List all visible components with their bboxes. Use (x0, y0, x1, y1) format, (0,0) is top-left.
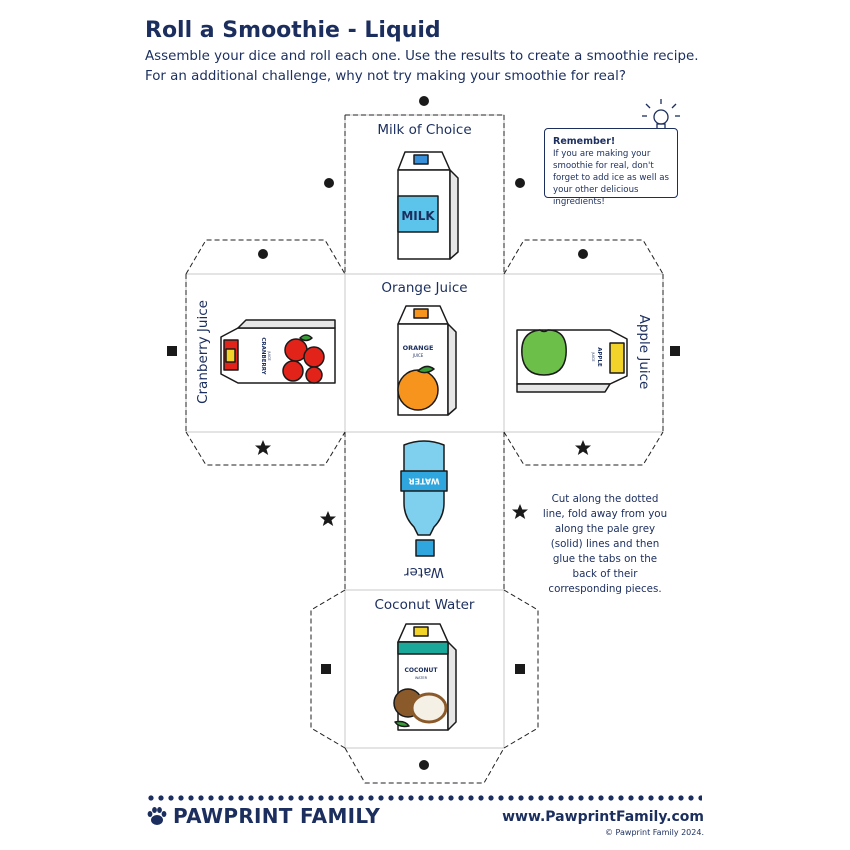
cranberry-carton-text: CRANBERRY (260, 337, 266, 375)
star-marker (512, 504, 528, 519)
reminder-body: If you are making your smoothie for real… (553, 149, 669, 207)
copyright-text: © Pawprint Family 2024. (605, 828, 704, 837)
star-marker (575, 440, 591, 455)
orange-face-label: Orange Juice (381, 280, 468, 296)
page-title: Roll a Smoothie - Liquid (145, 18, 441, 43)
square-marker (515, 664, 525, 674)
apple-carton-sub: JUICE (591, 351, 595, 361)
subtitle-line-2: For an additional challenge, why not try… (145, 69, 626, 84)
orange-carton-text: ORANGE (403, 344, 434, 352)
circle-marker (419, 96, 429, 106)
water-face-label: Water (404, 564, 444, 580)
paw-icon (147, 807, 167, 825)
circle-marker (324, 178, 334, 188)
square-marker (321, 664, 331, 674)
water-bottle-text: WATER (408, 477, 439, 486)
page-subtitle: Assemble your dice and roll each one. Us… (145, 47, 745, 87)
coconut-carton-sub: WATER (415, 676, 428, 680)
square-marker (167, 346, 177, 356)
fold-lines (185, 114, 664, 749)
square-marker (670, 346, 680, 356)
star-markers (255, 440, 591, 526)
apple-carton-illustration: APPLE JUICE (516, 329, 628, 393)
star-marker (320, 511, 336, 526)
milk-carton-illustration: MILK (397, 151, 459, 260)
circle-marker (515, 178, 525, 188)
website-link[interactable]: www.PawprintFamily.com (502, 809, 704, 825)
circle-marker (578, 249, 588, 259)
coconut-carton-illustration: COCONUT WATER (393, 623, 457, 731)
lightbulb-icon (642, 99, 680, 131)
brand-logo: PAWPRINT FAMILY (146, 804, 380, 828)
orange-carton-sub: JUICE (412, 353, 424, 358)
milk-carton-text: MILK (401, 209, 435, 223)
subtitle-line-1: Assemble your dice and roll each one. Us… (145, 49, 699, 64)
markers (167, 96, 680, 770)
coconut-carton-text: COCONUT (405, 667, 439, 674)
cranberry-carton-illustration: CRANBERRY JUICE (220, 319, 336, 384)
apple-carton-text: APPLE (596, 347, 602, 367)
star-marker (255, 440, 271, 455)
circle-marker (419, 760, 429, 770)
footer-dotted-divider (146, 794, 702, 802)
coconut-face-label: Coconut Water (374, 597, 475, 613)
orange-carton-illustration: ORANGE JUICE (397, 305, 457, 416)
cut-instructions: Cut along the dotted line, fold away fro… (542, 493, 668, 595)
brand-name: PAWPRINT FAMILY (173, 804, 381, 828)
apple-face-label: Apple Juice (636, 314, 652, 390)
milk-face-label: Milk of Choice (377, 122, 472, 138)
cranberry-carton-sub: JUICE (267, 350, 271, 360)
circle-marker (258, 249, 268, 259)
reminder-box: Remember! If you are making your smoothi… (544, 128, 678, 207)
cut-lines (185, 114, 664, 784)
reminder-title: Remember! (553, 136, 616, 147)
water-bottle-illustration: WATER (400, 440, 448, 557)
cranberry-face-label: Cranberry Juice (195, 300, 211, 404)
